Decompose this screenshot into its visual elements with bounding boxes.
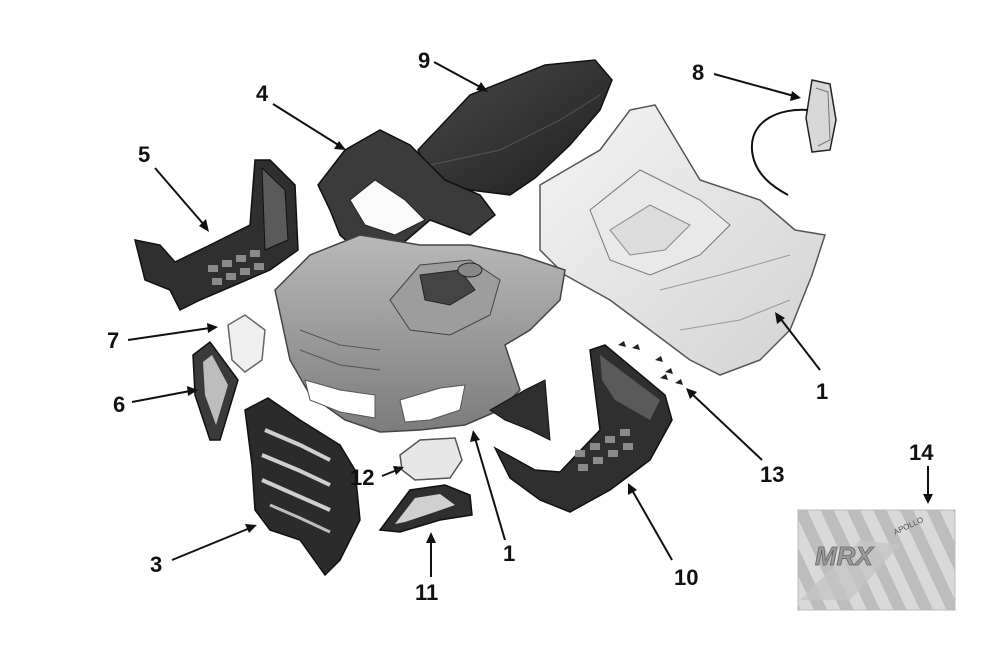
screws-part: [618, 341, 683, 385]
callout-label-3: 3: [150, 552, 162, 577]
side-panel-piece: [489, 379, 551, 441]
rear-rack-bracket-part: [317, 129, 497, 263]
callout-label-6: 6: [113, 392, 125, 417]
tail-light-part: [750, 79, 837, 196]
decal-sheet-part: MRX APOLLO: [797, 509, 956, 611]
callout-label-7: 7: [107, 328, 119, 353]
front-body-part: [274, 234, 566, 433]
callout-labels: 9 8 4 5 7 6 3 12 11 1 10 13 1 14: [107, 48, 934, 605]
callout-label-14: 14: [909, 440, 934, 465]
callout-label-1-front: 1: [503, 541, 515, 566]
headlight-cover-part: [399, 437, 463, 481]
callout-label-9: 9: [418, 48, 430, 73]
left-footrest-part: [133, 159, 299, 312]
right-footrest-part: [493, 344, 673, 513]
rear-fender-part: [539, 104, 826, 376]
callout-label-4: 4: [256, 81, 269, 106]
callout-arrows: [127, 61, 933, 577]
decal-logo-text: MRX: [815, 541, 874, 571]
callout-label-10: 10: [674, 565, 698, 590]
left-grille-part: [192, 340, 239, 441]
callout-label-1-rear: 1: [816, 379, 828, 404]
callout-label-5: 5: [138, 142, 150, 167]
front-bumper-part: [244, 397, 361, 577]
callout-label-12: 12: [350, 465, 374, 490]
callout-label-8: 8: [692, 60, 704, 85]
lower-frame-part: [378, 484, 473, 533]
small-panel-part: [227, 314, 266, 373]
callout-label-11: 11: [415, 580, 438, 605]
callout-label-13: 13: [760, 462, 784, 487]
